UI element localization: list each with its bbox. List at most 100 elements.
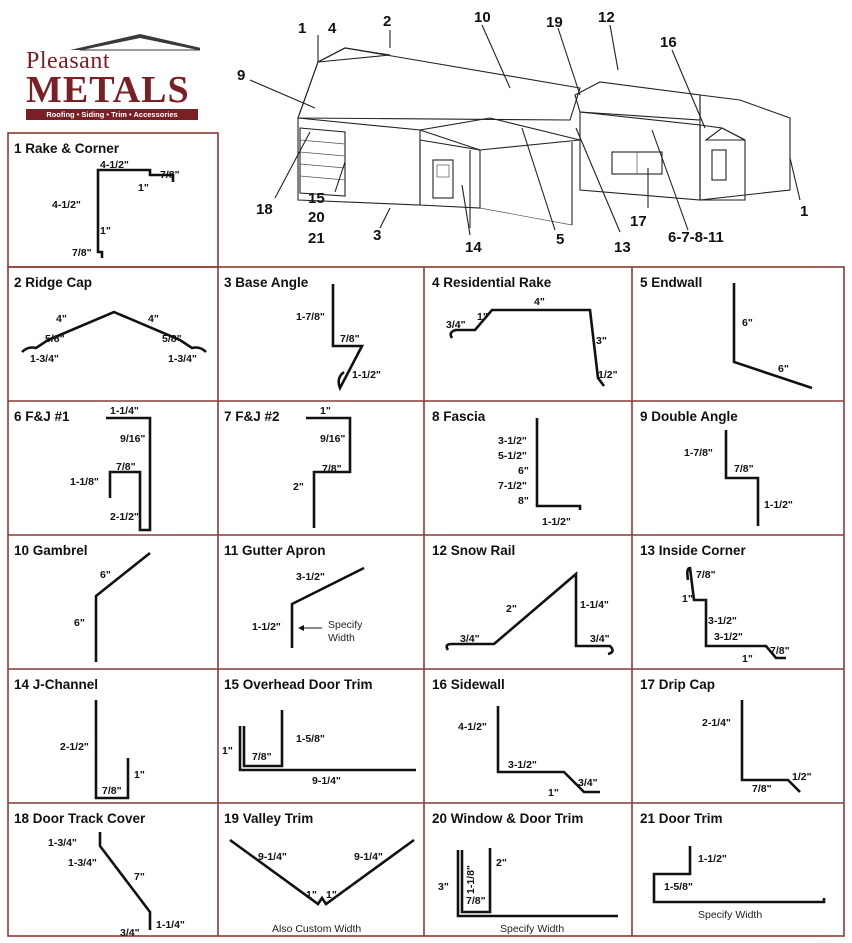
callout-2: 2 <box>383 13 391 30</box>
dimension-label: 1-7/8" <box>684 447 713 459</box>
callout-21: 21 <box>308 230 325 247</box>
dimension-label: 3-1/2" <box>708 615 737 627</box>
panel-title: 9 Double Angle <box>640 409 738 424</box>
callout-3: 3 <box>373 227 381 244</box>
dimension-label: 9-1/4" <box>354 851 383 863</box>
dimension-label: 7/8" <box>696 569 716 581</box>
dimension-label: 1" <box>326 889 337 901</box>
dimension-label: 1-1/4" <box>156 919 185 931</box>
callout-1: 1 <box>298 20 306 37</box>
dimension-label: 2-1/2" <box>60 741 89 753</box>
panel-title: 21 Door Trim <box>640 811 723 826</box>
dimension-label: 4" <box>534 296 545 308</box>
dimension-label: 5-1/2" <box>498 450 527 462</box>
dimension-label: 4" <box>56 313 67 325</box>
panel-snow-rail: 12 Snow Rail 2" 1-1/4" 3/4" 3/4" <box>432 543 614 656</box>
panel-title: 8 Fascia <box>432 409 486 424</box>
logo-word-pleasant: Pleasant <box>26 48 110 74</box>
dimension-label: 7/8" <box>102 785 122 797</box>
dimension-label: 7/8" <box>322 463 342 475</box>
panel-gambrel: 10 Gambrel 6" 6" <box>14 543 151 662</box>
panel-j-channel: 14 J-Channel 2-1/2" 1" 7/8" <box>14 677 145 800</box>
dimension-label: Specify Width <box>500 923 564 935</box>
dimension-label: 1" <box>682 593 693 605</box>
dimension-label: 6" <box>518 465 529 477</box>
dimension-label: 3" <box>596 335 607 347</box>
callout-19: 19 <box>546 14 563 31</box>
dimension-label: Specify <box>328 619 363 631</box>
panel-ridge-cap: 2 Ridge Cap 4" 4" 5/8" 5/8" 1-3/4" 1-3/4… <box>14 275 207 365</box>
dimension-label: 5/8" <box>45 333 65 345</box>
dimension-label: 5/8" <box>162 333 182 345</box>
inside-corner-profile <box>686 566 786 660</box>
dimension-label: 7/8" <box>252 751 272 763</box>
callout-6-7-8-11: 6-7-8-11 <box>668 229 724 246</box>
dimension-label: 8" <box>518 495 529 507</box>
roof-logo-icon <box>70 34 200 51</box>
panel-title: 17 Drip Cap <box>640 677 715 692</box>
overhead-door-trim-profile <box>238 710 416 772</box>
dimension-label: 1/2" <box>792 771 812 783</box>
panel-inside-corner: 13 Inside Corner 7/8" 1" 3-1/2" 3-1/2" 7… <box>640 543 790 665</box>
fj2-profile <box>306 416 352 528</box>
window-door-trim-profile <box>456 848 618 918</box>
dimension-label: 7" <box>134 871 145 883</box>
callout-leaders <box>249 24 801 236</box>
pleasant-metals-logo: Pleasant METALS Roofing • Siding • Trim … <box>20 30 200 120</box>
dimension-label: Specify Width <box>698 909 762 921</box>
grid-frame <box>7 132 845 937</box>
panel-gutter-apron: 11 Gutter Apron 3-1/2" 1-1/2" Specify Wi… <box>224 543 365 648</box>
panel-title: 11 Gutter Apron <box>224 543 326 558</box>
dimension-label: 6" <box>100 569 111 581</box>
panel-fascia: 8 Fascia 3-1/2" 5-1/2" 6" 7-1/2" 8" 1-1/… <box>432 409 582 528</box>
panel-title: 16 Sidewall <box>432 677 505 692</box>
side-wing <box>574 81 791 201</box>
dimension-label: 7/8" <box>160 169 180 181</box>
panel-title: 1 Rake & Corner <box>14 141 120 156</box>
panel-rake-corner: 1 Rake & Corner 4-1/2" 7/8" 1" 4-1/2" 1"… <box>14 141 180 259</box>
door-trim-profile <box>652 846 826 904</box>
dimension-label: 1-1/4" <box>580 599 609 611</box>
dimension-label: 1" <box>320 405 331 417</box>
dimension-label: 1-1/2" <box>698 853 727 865</box>
callout-15: 15 <box>308 190 325 207</box>
dimension-label: 3-1/2" <box>296 571 325 583</box>
j-channel-profile <box>94 700 130 800</box>
dimension-label: 1-1/8" <box>70 476 99 488</box>
dimension-label: 2" <box>506 603 517 615</box>
dimension-label: 7/8" <box>770 645 790 657</box>
ridge-cap-profile <box>21 310 207 353</box>
dimension-label: 2-1/2" <box>110 511 139 523</box>
dimension-label: 1" <box>742 653 753 665</box>
dimension-label: 1-1/2" <box>764 499 793 511</box>
fascia-profile <box>535 418 582 510</box>
dimension-label: Width <box>328 632 355 644</box>
panel-fj-2: 7 F&J #2 1" 9/16" 7/8" 2" <box>224 405 352 528</box>
dimension-label: 2" <box>293 481 304 493</box>
panel-endwall: 5 Endwall 6" 6" <box>640 275 813 390</box>
dimension-label: 7/8" <box>116 461 136 473</box>
dimension-label: 3/4" <box>578 777 598 789</box>
dimension-label: 1-7/8" <box>296 311 325 323</box>
dimension-label: 7/8" <box>340 333 360 345</box>
dimension-label: 4" <box>148 313 159 325</box>
dimension-label: 1-1/2" <box>542 516 571 528</box>
logo-word-metals: METALS <box>26 69 190 111</box>
callout-4: 4 <box>328 20 337 37</box>
logo-tagline: Roofing • Siding • Trim • Accessories <box>46 110 178 119</box>
dimension-label: 4-1/2" <box>458 721 487 733</box>
dimension-label: 1-3/4" <box>168 353 197 365</box>
panel-valley-trim: 19 Valley Trim 9-1/4" 9-1/4" 1" 1" Also … <box>224 811 415 935</box>
panel-title: 15 Overhead Door Trim <box>224 677 373 692</box>
dimension-label: 7/8" <box>734 463 754 475</box>
dimension-label: 1-5/8" <box>664 881 693 893</box>
sidewall-profile <box>496 706 600 794</box>
dimension-label: 1" <box>477 311 488 323</box>
panel-window-door-trim: 20 Window & Door Trim 1-1/8" 2" 3" 7/8" … <box>432 811 618 935</box>
valley-trim-profile <box>229 838 415 906</box>
building-illustration: 1 4 2 10 19 12 16 9 18 15 20 21 3 14 5 1… <box>237 9 808 256</box>
double-angle-profile <box>724 430 760 526</box>
dimension-label: 6" <box>742 317 753 329</box>
callout-16: 16 <box>660 34 677 51</box>
rake-corner-profile <box>96 168 175 258</box>
